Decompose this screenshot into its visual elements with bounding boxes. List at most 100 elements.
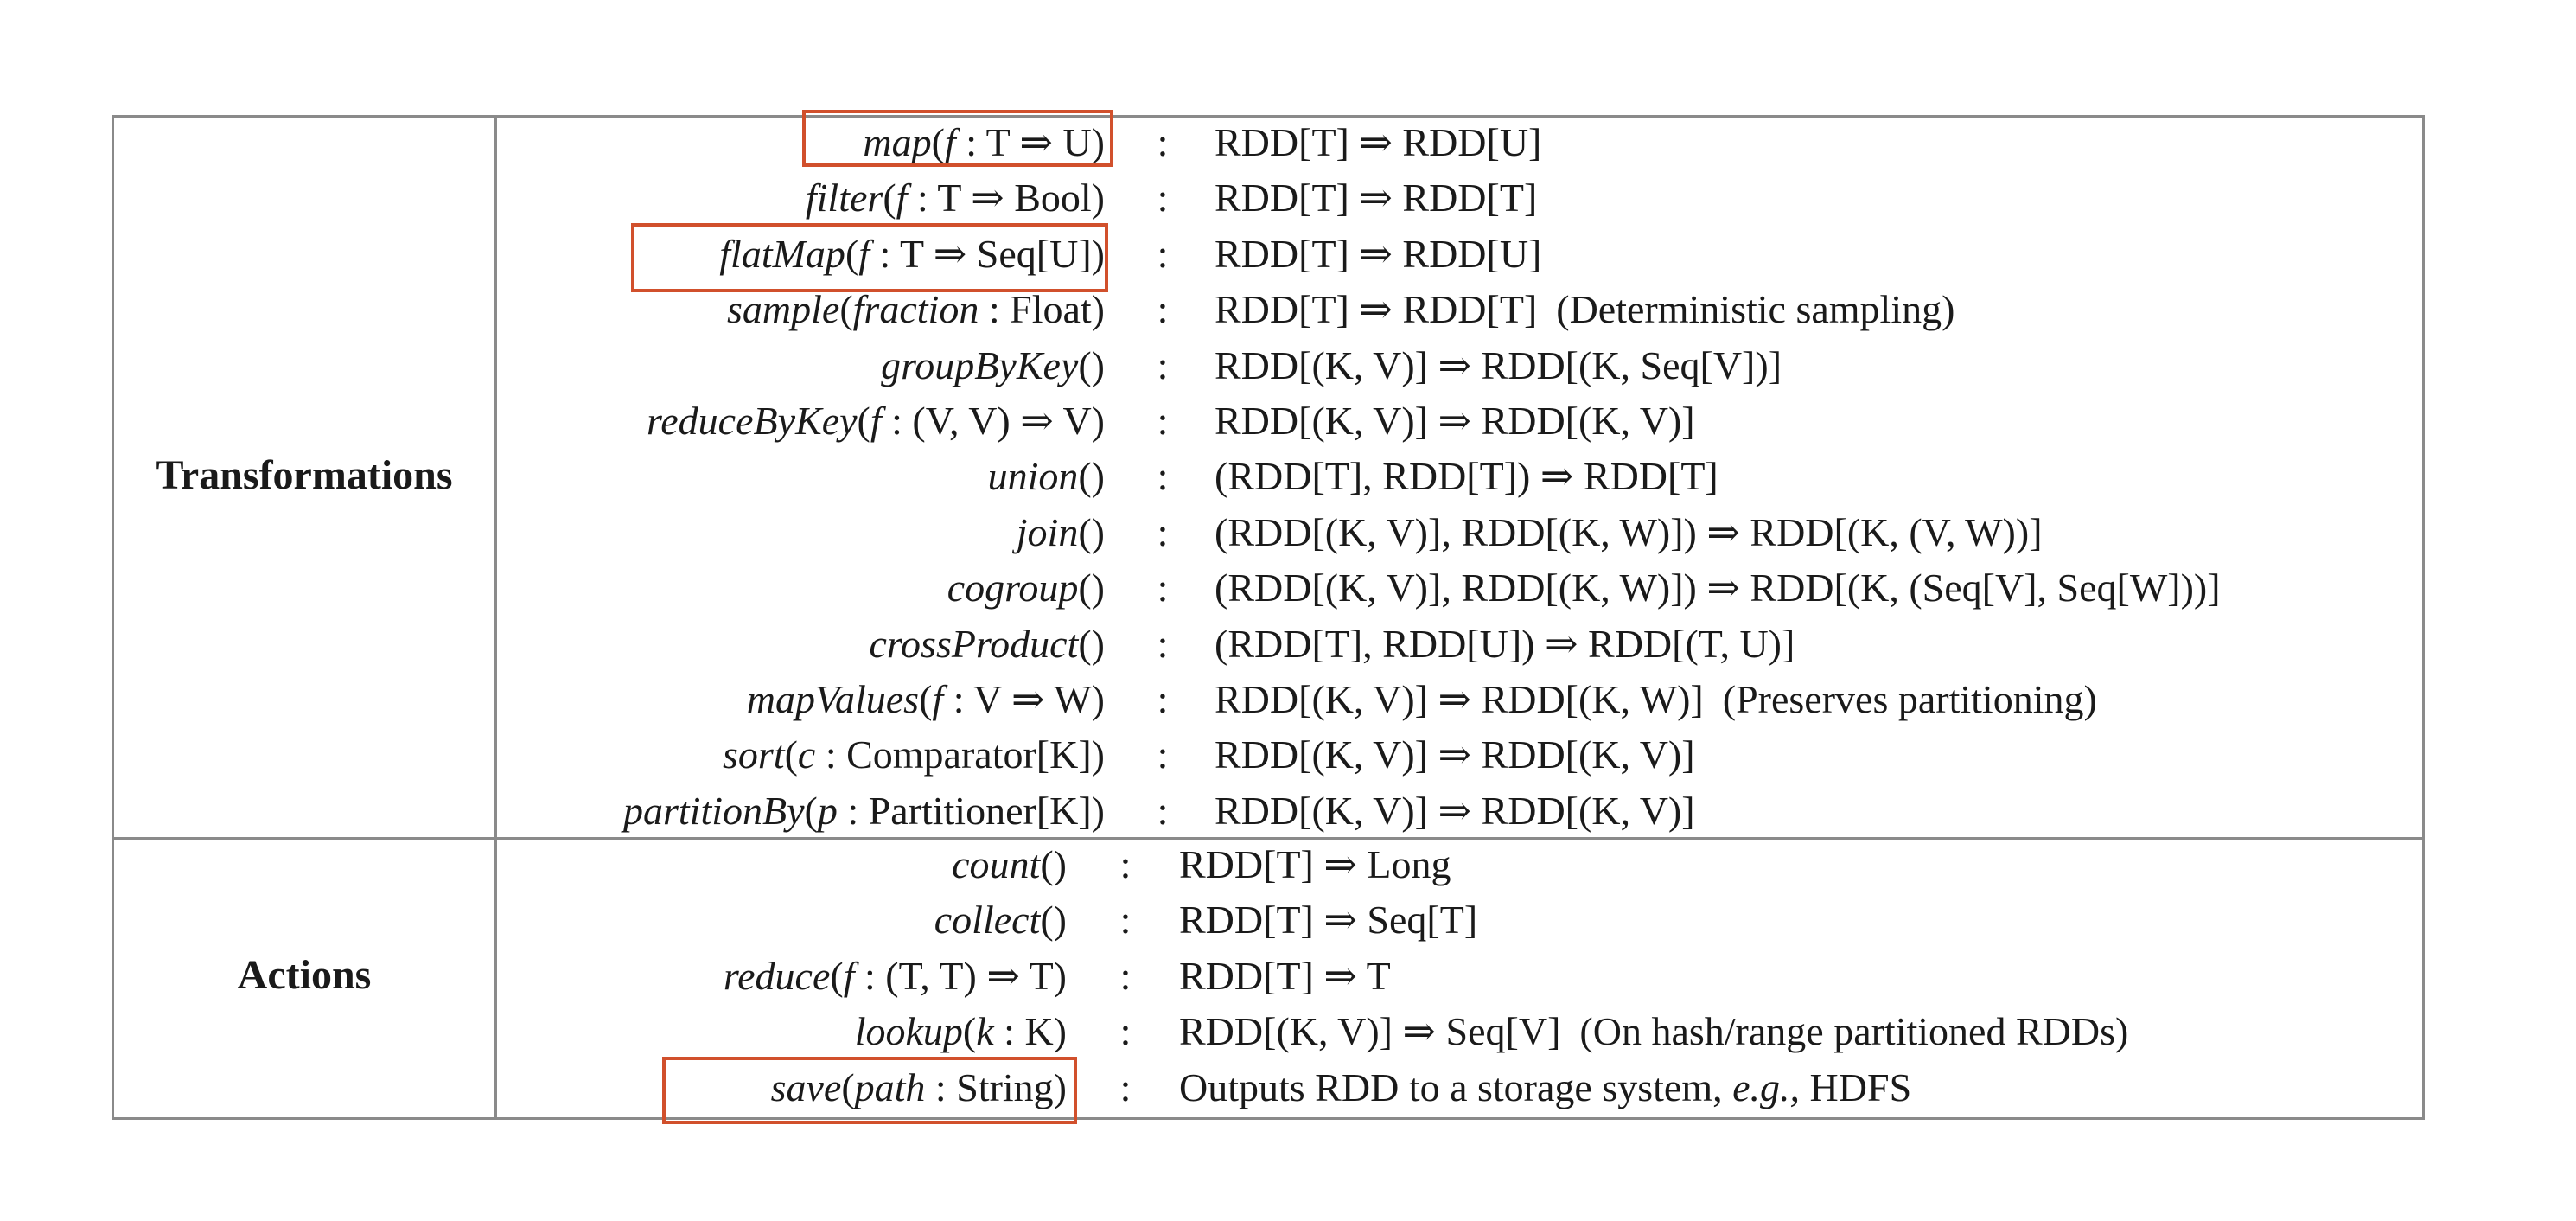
operation-signature: union() [988, 449, 1105, 504]
operation-name: lookup [854, 1009, 963, 1053]
table-row: lookup(k : K):RDD[(K, V)] ⇒ Seq[V](On ha… [0, 1004, 2576, 1059]
operation-type: (RDD[T], RDD[U]) ⇒ RDD[(T, U)] [1215, 617, 1795, 672]
type-signature: RDD[T] ⇒ Seq[T] [1179, 898, 1478, 942]
operation-name: reduce [723, 954, 831, 998]
type-signature: RDD[(K, V)] ⇒ RDD[(K, V)] [1215, 789, 1695, 833]
close-paren: ) [1091, 287, 1105, 331]
type-signature: (RDD[(K, V)], RDD[(K, W)]) ⇒ RDD[(K, (V,… [1215, 510, 2043, 554]
type-signature: (RDD[(K, V)], RDD[(K, W)]) ⇒ RDD[(K, (Se… [1215, 566, 2221, 610]
parameter-name: p [817, 789, 838, 833]
separator-colon: : [1157, 287, 1169, 331]
operation-type: RDD[T] ⇒ RDD[U] [1215, 227, 1541, 282]
close-paren: ) [1091, 120, 1105, 164]
close-paren: ) [1091, 510, 1105, 554]
type-note: (Preserves partitioning) [1722, 677, 2097, 721]
open-paren: ( [1078, 510, 1092, 554]
parameter-type: : V ⇒ W [943, 677, 1092, 721]
type-signature: RDD[T] ⇒ RDD[T] [1215, 176, 1538, 220]
operation-name: union [987, 454, 1079, 498]
open-paren: ( [962, 1009, 977, 1053]
close-paren: ) [1053, 842, 1067, 886]
parameter-name: f [932, 677, 944, 721]
operation-name: sort [722, 732, 785, 777]
operation-type: RDD[(K, V)] ⇒ RDD[(K, V)] [1215, 393, 1695, 449]
operation-name: reduceByKey [647, 399, 858, 443]
operation-name: save [770, 1065, 842, 1109]
operation-type: RDD[(K, V)] ⇒ RDD[(K, V)] [1215, 783, 1695, 839]
parameter-type: : T ⇒ Bool [907, 176, 1092, 220]
close-paren: ) [1053, 898, 1067, 942]
operation-name: collect [934, 898, 1041, 942]
open-paren: ( [883, 176, 896, 220]
open-paren: ( [839, 287, 853, 331]
actions-label: Actions [237, 952, 372, 998]
operation-signature: flatMap(f : T ⇒ Seq[U]) [719, 227, 1105, 282]
operation-type: RDD[(K, V)] ⇒ Seq[V](On hash/range parti… [1179, 1004, 2128, 1059]
type-signature: (RDD[T], RDD[U]) ⇒ RDD[(T, U)] [1215, 622, 1795, 666]
table-row: save(path : String):Outputs RDD to a sto… [0, 1060, 2576, 1116]
operation-signature: map(f : T ⇒ U) [863, 115, 1105, 170]
operation-type: RDD[T] ⇒ Long [1179, 837, 1451, 892]
open-paren: ( [841, 1065, 855, 1109]
operation-type: RDD[(K, V)] ⇒ RDD[(K, Seq[V])] [1215, 338, 1782, 393]
table-row: filter(f : T ⇒ Bool):RDD[T] ⇒ RDD[T] [0, 170, 2576, 226]
highlight-box-save [662, 1057, 1077, 1124]
table-row: join():(RDD[(K, V)], RDD[(K, W)]) ⇒ RDD[… [0, 505, 2576, 560]
operation-name: crossProduct [869, 622, 1079, 666]
open-paren: ( [1040, 842, 1054, 886]
type-signature: RDD[(K, V)] ⇒ RDD[(K, W)] [1215, 677, 1704, 721]
operation-signature: crossProduct() [869, 617, 1105, 672]
operation-type: RDD[T] ⇒ RDD[T](Deterministic sampling) [1215, 282, 1954, 337]
operation-signature: count() [952, 837, 1067, 892]
table-row: crossProduct():(RDD[T], RDD[U]) ⇒ RDD[(T… [0, 617, 2576, 672]
parameter-name: f [858, 232, 870, 276]
table-row: mapValues(f : V ⇒ W):RDD[(K, V)] ⇒ RDD[(… [0, 672, 2576, 727]
parameter-type: : T ⇒ U [955, 120, 1092, 164]
type-example-tail: HDFS [1800, 1065, 1912, 1109]
type-signature: Outputs RDD to a storage system, [1179, 1065, 1733, 1109]
close-paren: ) [1091, 622, 1105, 666]
table-row: union():(RDD[T], RDD[T]) ⇒ RDD[T] [0, 449, 2576, 504]
separator-colon: : [1119, 1065, 1132, 1109]
table-row: map(f : T ⇒ U):RDD[T] ⇒ RDD[U] [0, 115, 2576, 170]
separator-colon: : [1157, 399, 1169, 443]
operation-name: join [1016, 510, 1079, 554]
table-row: flatMap(f : T ⇒ Seq[U]):RDD[T] ⇒ RDD[U] [0, 227, 2576, 282]
close-paren: ) [1053, 1009, 1067, 1053]
operation-type: RDD[T] ⇒ Seq[T] [1179, 892, 1477, 948]
table-row: partitionBy(p : Partitioner[K]):RDD[(K, … [0, 783, 2576, 839]
operation-name: cogroup [947, 566, 1079, 610]
separator-colon: : [1157, 176, 1169, 220]
parameter-type: : String [925, 1065, 1054, 1109]
operation-type: (RDD[(K, V)], RDD[(K, W)]) ⇒ RDD[(K, (V,… [1215, 505, 2043, 560]
highlight-box-flatmap [631, 223, 1108, 292]
table-row: groupByKey():RDD[(K, V)] ⇒ RDD[(K, Seq[V… [0, 338, 2576, 393]
operation-name: filter [805, 176, 883, 220]
parameter-name: fraction [852, 287, 979, 331]
column-divider [494, 115, 497, 1120]
operation-name: partitionBy [622, 789, 805, 833]
open-paren: ( [1040, 898, 1054, 942]
parameter-name: c [797, 732, 816, 777]
type-signature: RDD[T] ⇒ RDD[T] [1215, 287, 1538, 331]
open-paren: ( [804, 789, 818, 833]
operation-signature: sample(fraction : Float) [727, 282, 1105, 337]
parameter-type: : (T, T) ⇒ T [854, 954, 1054, 998]
parameter-type: : Float [979, 287, 1092, 331]
close-paren: ) [1053, 1065, 1067, 1109]
parameter-type: : (V, V) ⇒ V [881, 399, 1092, 443]
parameter-type: : Comparator[K] [815, 732, 1092, 777]
operation-signature: cogroup() [947, 560, 1105, 616]
operation-signature: groupByKey() [881, 338, 1105, 393]
type-signature: RDD[(K, V)] ⇒ RDD[(K, V)] [1215, 732, 1695, 777]
open-paren: ( [1078, 343, 1092, 387]
operation-signature: partitionBy(p : Partitioner[K]) [623, 783, 1105, 839]
operation-signature: mapValues(f : V ⇒ W) [747, 672, 1105, 727]
table-row: reduce(f : (T, T) ⇒ T):RDD[T] ⇒ T [0, 949, 2576, 1004]
table-row: count(): RDD[T] ⇒ Long [0, 837, 2576, 892]
operation-signature: reduceByKey(f : (V, V) ⇒ V) [647, 393, 1105, 449]
separator-colon: : [1157, 454, 1169, 498]
type-signature: RDD[(K, V)] ⇒ Seq[V] [1179, 1009, 1561, 1053]
operation-type: RDD[T] ⇒ RDD[T] [1215, 170, 1537, 226]
separator-colon: : [1119, 842, 1132, 886]
